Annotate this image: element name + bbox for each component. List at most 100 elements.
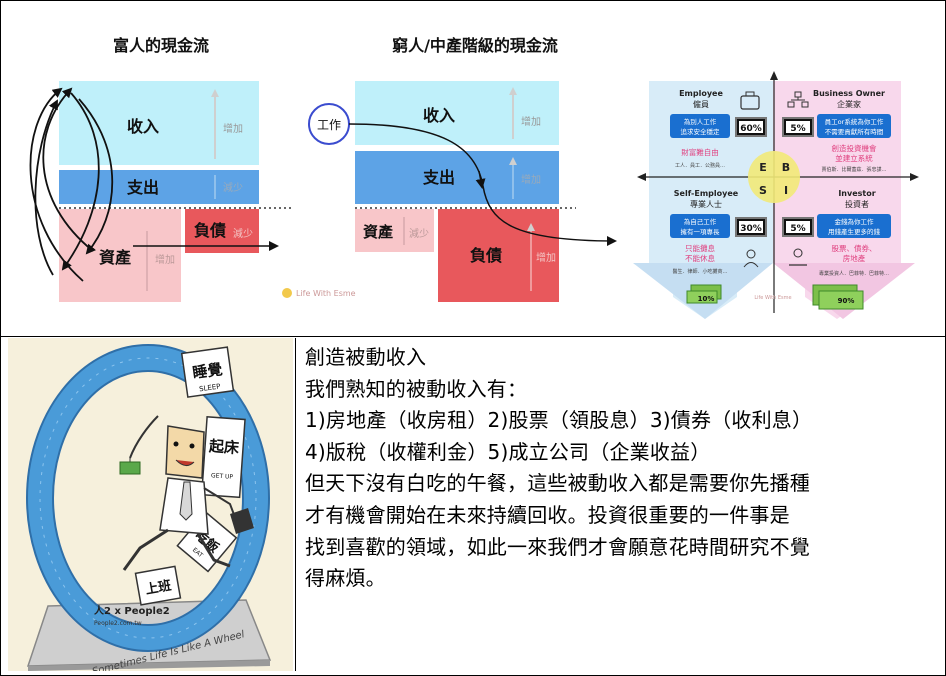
wheel-outer-edge (26, 344, 270, 652)
money-stack-right-icon (812, 284, 864, 310)
wheel-grid-lines (39, 357, 257, 639)
rich-expense-decrease-label: 減少 (223, 181, 243, 194)
sign-getup: 起床 GET UP (200, 416, 246, 499)
hamster-wheel-cartoon: 睡覺 SLEEP 起床 GET UP 吃飯 EAT 上班 人2 x People… (8, 338, 293, 671)
runner-leg-left (122, 528, 169, 571)
quadrant-letter-i: I (784, 184, 788, 197)
quadrant-letter-s: S (759, 184, 767, 197)
self-desc1: 為自己工作 (684, 217, 717, 226)
poor-expense-increase-label: 增加 (521, 173, 541, 186)
poor-liability-increase-label: 增加 (536, 251, 556, 264)
rich-income-label: 收入 (127, 117, 159, 136)
self-en: Self-Employee (674, 189, 739, 198)
self-desc-box (670, 214, 730, 238)
poor-income-increase-label: 增加 (521, 115, 541, 128)
rich-income-increase-label: 增加 (223, 122, 243, 135)
runner-mouth (175, 459, 195, 466)
self-desc2: 擁有一項專長 (681, 227, 721, 236)
poor-asset-box (355, 209, 434, 252)
brand-label: 人2 x People2 (94, 604, 170, 617)
briefcase-icon (740, 91, 760, 110)
runner-tie (179, 481, 193, 521)
quadrant-axis-right-arrowhead (910, 173, 919, 181)
brand-url: People2.com.tw (94, 620, 142, 627)
org-chart-icon (787, 91, 809, 108)
owner-pct-inner (786, 121, 810, 133)
owner-pct: 5% (790, 124, 805, 134)
sign-work-zh: 上班 (144, 577, 172, 597)
poor-liability-label: 負債 (470, 246, 502, 265)
rich-watermark-text: Life With Esme (296, 289, 356, 298)
poor-expense-label: 支出 (422, 168, 455, 187)
self-note2: 不能休息 (685, 253, 715, 263)
text-line-2: 我們熟知的被動收入有： (305, 376, 528, 401)
quadrant-center-circle (748, 151, 800, 203)
investor-desc1: 金錢為你工作 (835, 217, 875, 226)
employee-desc2: 追求安全穩定 (681, 127, 721, 136)
rich-expense-label: 支出 (126, 178, 159, 197)
money-hand-icon (789, 248, 807, 266)
poor-asset-decrease-label: 減少 (409, 227, 429, 240)
poor-cash-flow-mid-arrow (475, 170, 486, 189)
poor-income-label: 收入 (423, 106, 455, 125)
investor-note2: 房地產 (843, 253, 866, 263)
owner-sub: 賈伯斯．比爾蓋茲．張忠謀… (821, 166, 886, 173)
cashflow-diagrams-panel: 富人的現金流 收入 增加 支出 減少 資產 增加 負債 減少 Life With… (1, 1, 944, 336)
wheel-inner-edge (52, 370, 244, 626)
quadrant-left-share: 10% (698, 295, 715, 303)
self-sub: 醫生．律師．小吃攤商… (672, 268, 727, 275)
rich-asset-increase-label: 增加 (155, 253, 175, 266)
quadrant-watermark: Life With Esme (754, 295, 791, 301)
quadrant-letter-b: B (782, 161, 790, 174)
dangling-money-icon (119, 461, 141, 475)
employee-note: 財富難自由 (681, 147, 719, 157)
quadrant-right-share: 90% (838, 297, 855, 305)
sign-getup-en: GET UP (211, 472, 234, 481)
rich-loop-arrow-2 (29, 87, 84, 282)
rich-watermark: Life With Esme (282, 288, 356, 298)
employee-sub: 工人．員工．公務員… (675, 162, 725, 169)
runner-eye-right (189, 443, 195, 449)
employee-en: Employee (679, 89, 723, 98)
text-line-7: 找到喜歡的領域，如此一來我們才會願意花時間研究不覺 (305, 534, 810, 559)
passive-income-text-panel: 創造被動收入 我們熟知的被動收入有： 1)房地產（收房租）2)股票（領股息）3)… (295, 338, 943, 671)
quadrant-axis-left-arrowhead (637, 173, 646, 181)
money-stack-left-icon (686, 284, 722, 304)
self-pct-inner (739, 221, 763, 233)
runner-head (165, 425, 205, 479)
employee-pct: 60% (740, 124, 762, 134)
rich-liability-decrease-label: 減少 (233, 227, 253, 240)
investor-pct-inner (786, 221, 810, 233)
cashflow-diagrams-svg: 富人的現金流 收入 增加 支出 減少 資產 增加 負債 減少 Life With… (29, 36, 919, 319)
rich-asset-label: 資產 (99, 248, 131, 267)
employee-desc1: 為別人工作 (684, 117, 717, 126)
quadrant-left-bg (649, 81, 773, 319)
employee-pct-inner (739, 121, 763, 133)
text-heading: 創造被動收入 (305, 345, 427, 369)
self-pct: 30% (740, 224, 762, 234)
carrot-stick (129, 415, 159, 459)
investor-pct: 5% (790, 224, 805, 234)
runner-leg-right (196, 533, 231, 568)
rich-title: 富人的現金流 (113, 36, 209, 55)
rich-income-box (59, 81, 259, 165)
rich-loop-arrow-1 (42, 87, 94, 252)
quadrant-right-bg (773, 81, 901, 319)
poor-liability-box (438, 209, 559, 302)
cartoon-svg: 睡覺 SLEEP 起床 GET UP 吃飯 EAT 上班 人2 x People… (8, 338, 293, 671)
owner-en: Business Owner (813, 89, 885, 98)
sign-sleep: 睡覺 SLEEP (180, 346, 235, 398)
runner-briefcase (230, 508, 254, 534)
quadrant-letter-e: E (759, 161, 767, 174)
rich-liability-label: 負債 (194, 221, 226, 240)
rich-loop-arrow-4 (78, 98, 114, 255)
rich-expense-box (59, 170, 259, 204)
runner-figure (119, 415, 254, 571)
cashflow-quadrant: E B S I Employee 僱員 為別人工作 追求安全穩定 60% 財富難… (633, 71, 919, 319)
owner-desc1: 員工or系統為你工作 (825, 117, 884, 126)
sign-sleep-zh: 睡覺 (191, 360, 223, 382)
poor-expense-box (355, 151, 559, 204)
text-line-5: 但天下沒有白吃的午餐，這些被動收入都是需要你先播種 (305, 471, 810, 496)
section-divider (0, 336, 946, 337)
investor-desc2: 用錢產生更多的錢 (828, 227, 881, 236)
